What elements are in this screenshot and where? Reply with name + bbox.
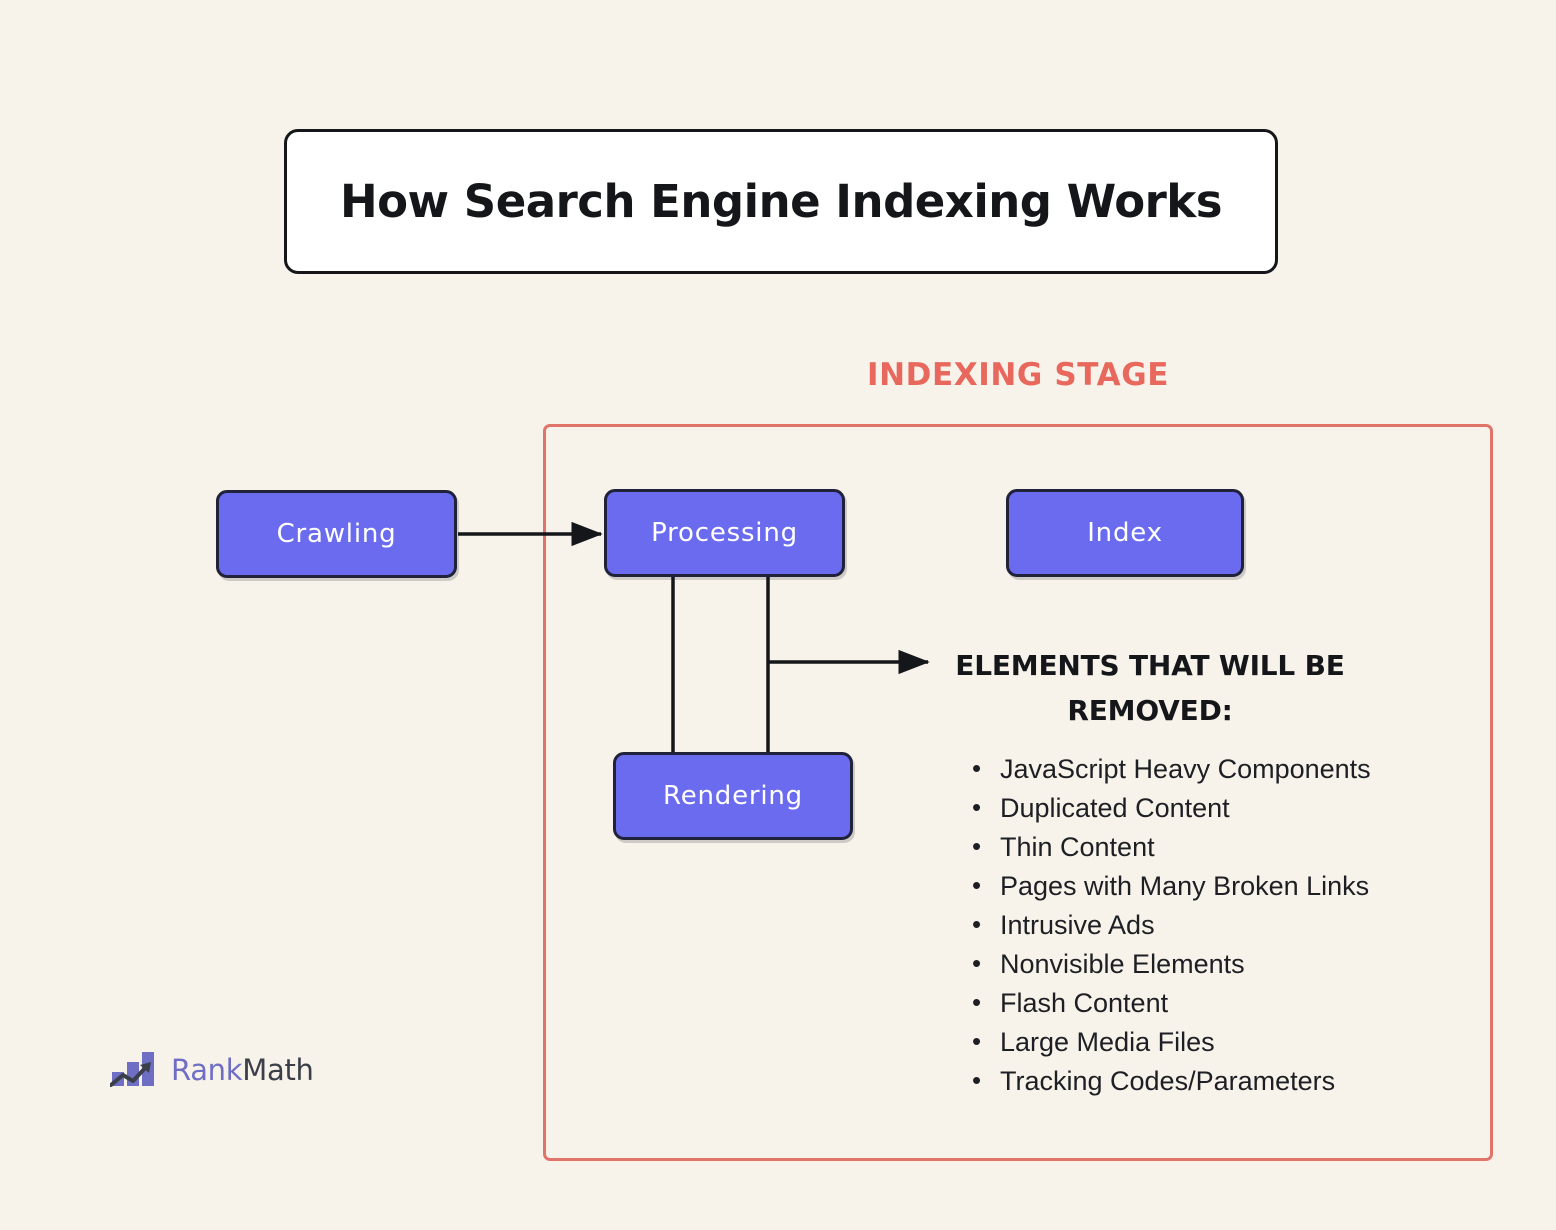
removed-elements-list-item: Flash Content [972,983,1500,1023]
removed-elements-heading: ELEMENTS THAT WILL BE REMOVED: [950,643,1350,733]
removed-elements-list-item: JavaScript Heavy Components [972,749,1500,789]
node-processing-label: Processing [651,518,798,548]
removed-elements-heading-line2: REMOVED: [1067,694,1233,727]
removed-elements-list-item: Thin Content [972,827,1500,867]
node-processing[interactable]: Processing [604,489,845,577]
indexing-stage-label: INDEXING STAGE [866,357,1170,393]
rankmath-logo: RankMath [110,1048,314,1092]
rankmath-wordmark: RankMath [171,1053,314,1087]
removed-elements-heading-line1: ELEMENTS THAT WILL BE [955,649,1345,682]
removed-elements-list-item: Duplicated Content [972,788,1500,828]
removed-elements-list-item: Tracking Codes/Parameters [972,1061,1500,1101]
removed-elements-list-item: Intrusive Ads [972,905,1500,945]
removed-elements-list-item: Large Media Files [972,1022,1500,1062]
node-rendering[interactable]: Rendering [613,752,853,840]
title-card: How Search Engine Indexing Works [284,129,1278,274]
bar-chart-arrow-icon [110,1052,154,1087]
node-index[interactable]: Index [1006,489,1244,577]
node-crawling-label: Crawling [276,519,397,549]
removed-elements-list-item: Nonvisible Elements [972,944,1500,984]
node-index-label: Index [1087,518,1163,548]
logo-math-text: Math [242,1053,314,1087]
removed-elements-list: JavaScript Heavy ComponentsDuplicated Co… [962,749,1500,1101]
page-title: How Search Engine Indexing Works [339,175,1223,228]
node-crawling[interactable]: Crawling [216,490,457,578]
removed-elements-list-item: Pages with Many Broken Links [972,866,1500,906]
node-rendering-label: Rendering [663,781,803,811]
logo-rank-text: Rank [171,1053,243,1087]
